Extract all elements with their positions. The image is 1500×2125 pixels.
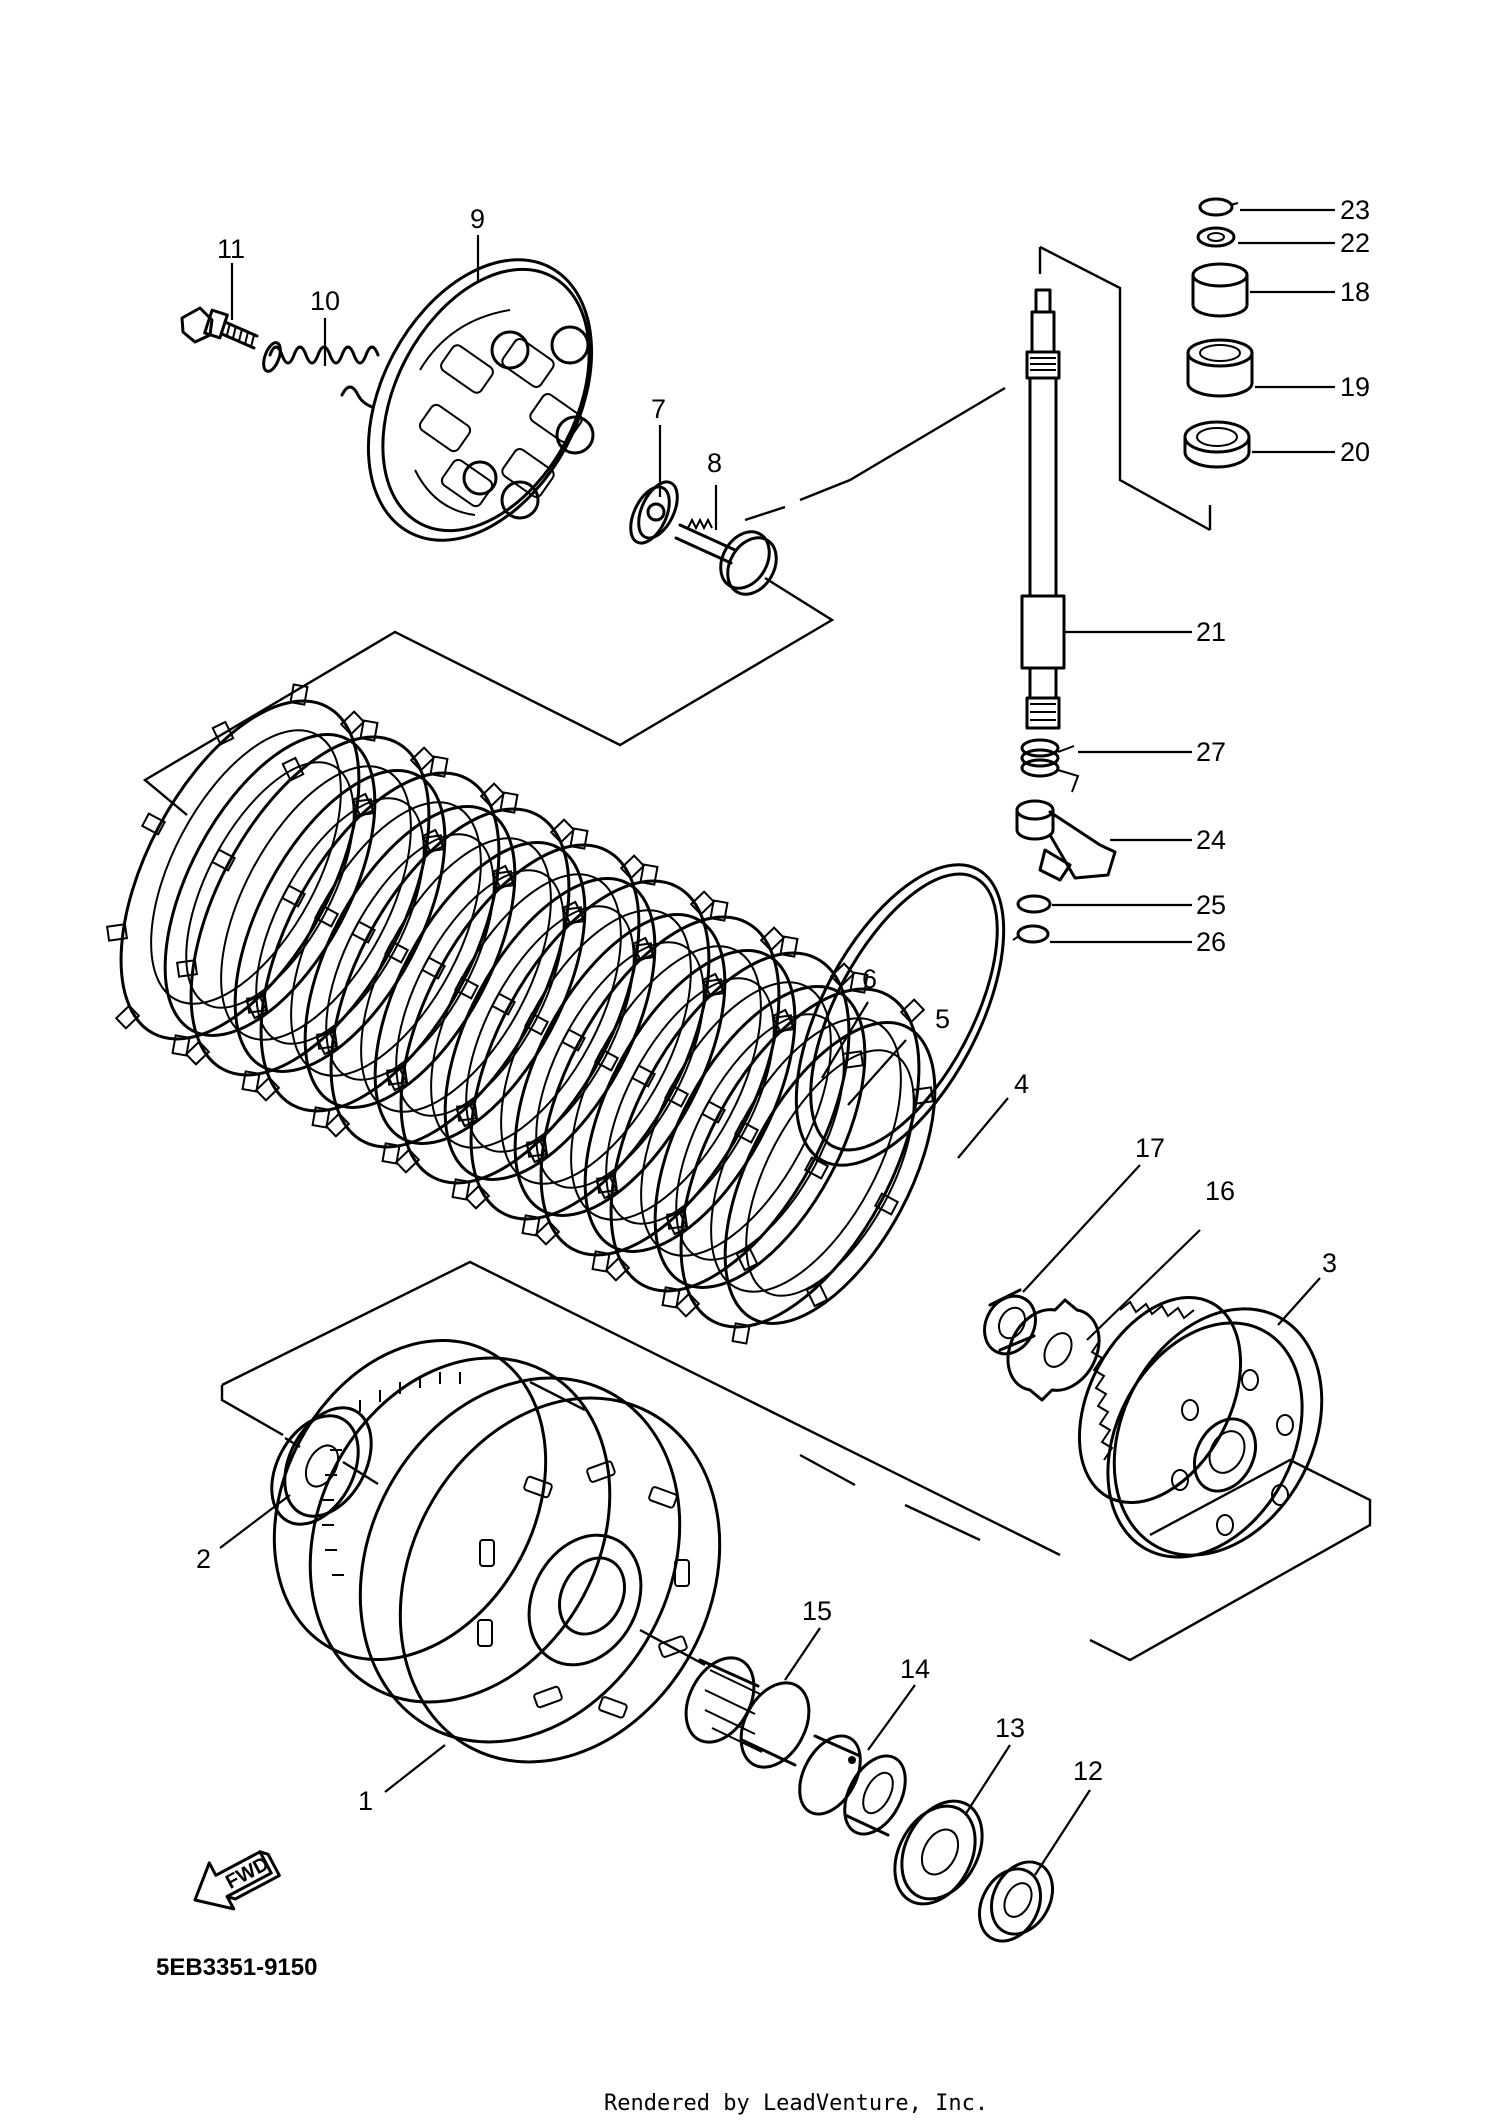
assembly-outline-lines [142, 245, 1372, 1667]
callout-27: 27 [1196, 737, 1226, 767]
clutch-plate-pair [105, 683, 377, 1057]
part-4-cushion-ring [794, 863, 1006, 1167]
part-11-bolt [180, 306, 259, 350]
clutch-plate-pair [245, 755, 517, 1129]
callout-19: 19 [1340, 372, 1370, 402]
part-25-washer [1016, 894, 1052, 914]
part-21-push-lever-shaft [1020, 288, 1066, 730]
callout-23: 23 [1340, 195, 1370, 225]
callout-18: 18 [1340, 277, 1370, 307]
callout-17: 17 [1135, 1133, 1165, 1163]
callout-26: 26 [1196, 927, 1226, 957]
part-3-clutch-boss [1077, 1295, 1324, 1559]
part-16-lock-washer [1006, 1298, 1101, 1402]
callout-21: 21 [1196, 617, 1226, 647]
callout-14: 14 [900, 1654, 930, 1684]
callout-5: 5 [935, 1004, 950, 1034]
callout-11: 11 [217, 234, 245, 264]
part-12-bearing [978, 1860, 1054, 1943]
callout-15: 15 [802, 1596, 832, 1626]
part-7-bearing [629, 480, 679, 545]
clutch-plate-pair [175, 719, 447, 1093]
part-8-push-rod [674, 517, 778, 596]
callout-labels: 1 2 3 4 5 6 7 8 9 10 11 12 13 14 15 16 1… [196, 195, 1370, 1816]
fwd-arrow: FWD [193, 1850, 281, 1911]
callout-7: 7 [651, 394, 666, 424]
callout-9: 9 [470, 204, 485, 234]
part-10-spring [262, 341, 380, 409]
callout-10: 10 [310, 286, 340, 316]
part-19-bearing [1186, 338, 1254, 398]
clutch-plate-pair [385, 827, 657, 1201]
part-13-thrust-washer [893, 1799, 984, 1906]
part-22-washer [1196, 226, 1236, 248]
leader-lines [219, 208, 1335, 1876]
callout-12: 12 [1073, 1756, 1103, 1786]
part-24-push-lever [1015, 799, 1117, 882]
part-15-needle-bearing [684, 1656, 811, 1769]
part-1-clutch-housing [272, 1338, 722, 1764]
part-2-thrust-washer [270, 1406, 373, 1526]
part-27-spring [1020, 738, 1080, 793]
callout-8: 8 [707, 448, 722, 478]
callout-24: 24 [1196, 825, 1226, 855]
rendered-by-footer: Rendered by LeadVenture, Inc. [604, 2091, 988, 2116]
part-23-circlip [1198, 197, 1239, 217]
clutch-plate-pair [525, 899, 797, 1273]
part-26-circlip [1012, 924, 1050, 944]
part-18-bearing [1191, 262, 1249, 318]
callout-6: 6 [862, 964, 877, 994]
clutch-plate-pair [455, 863, 727, 1237]
callout-4: 4 [1014, 1069, 1029, 1099]
part-17-nut [983, 1288, 1037, 1356]
callout-1: 1 [358, 1786, 373, 1816]
callout-2: 2 [196, 1544, 211, 1574]
callout-25: 25 [1196, 890, 1226, 920]
callout-22: 22 [1340, 228, 1370, 258]
callout-3: 3 [1322, 1248, 1337, 1278]
clutch-plate-stack [105, 683, 937, 1345]
diagram-code: 5EB3351-9150 [156, 1954, 317, 1981]
callout-16: 16 [1205, 1176, 1235, 1206]
part-9-pressure-plate [366, 258, 595, 542]
callout-13: 13 [995, 1713, 1025, 1743]
clutch-plate-pair [665, 971, 937, 1345]
part-20-oil-seal [1183, 420, 1251, 469]
callout-20: 20 [1340, 437, 1370, 467]
part-14-collar [798, 1734, 907, 1837]
